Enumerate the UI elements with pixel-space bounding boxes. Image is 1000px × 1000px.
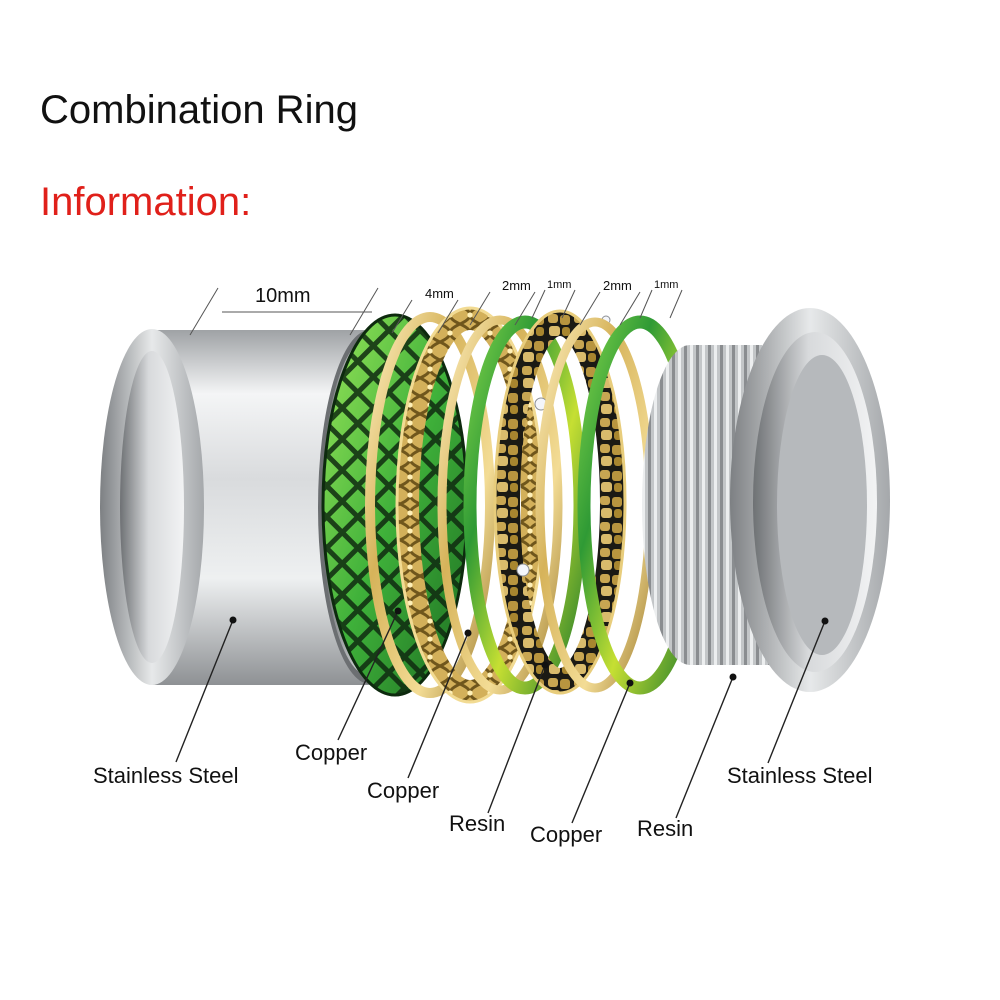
green-lattice-band xyxy=(321,313,469,697)
gold-plain-band xyxy=(437,315,563,695)
dim-1mm-first: 1mm xyxy=(547,279,571,291)
dim-2mm-first: 2mm xyxy=(502,278,531,293)
information-heading: Information: xyxy=(40,180,252,224)
label-stainless-steel-right: Stainless Steel xyxy=(727,763,873,788)
label-resin-2: Resin xyxy=(637,816,693,841)
thin-gold-band xyxy=(365,312,495,698)
label-copper-1: Copper xyxy=(295,740,367,765)
label-copper-3: Copper xyxy=(530,822,602,847)
material-labels: Stainless Steel Copper Copper Resin Copp… xyxy=(93,740,873,847)
dim-4mm: 4mm xyxy=(425,286,454,301)
label-copper-2: Copper xyxy=(367,778,439,803)
page-title: Combination Ring xyxy=(40,88,358,132)
label-resin-1: Resin xyxy=(449,811,505,836)
dim-10mm: 10mm xyxy=(255,285,311,307)
callout-lines xyxy=(175,607,829,824)
dim-2mm-second: 2mm xyxy=(603,278,632,293)
right-steel-cap xyxy=(642,308,890,692)
gold-cobble-band xyxy=(493,309,627,695)
label-stainless-steel-left: Stainless Steel xyxy=(93,763,239,788)
dim-1mm-second: 1mm xyxy=(654,279,678,291)
dimension-labels: 10mm 4mm 2mm 1mm 2mm 1mm xyxy=(255,278,678,307)
dimension-marks xyxy=(189,287,683,336)
